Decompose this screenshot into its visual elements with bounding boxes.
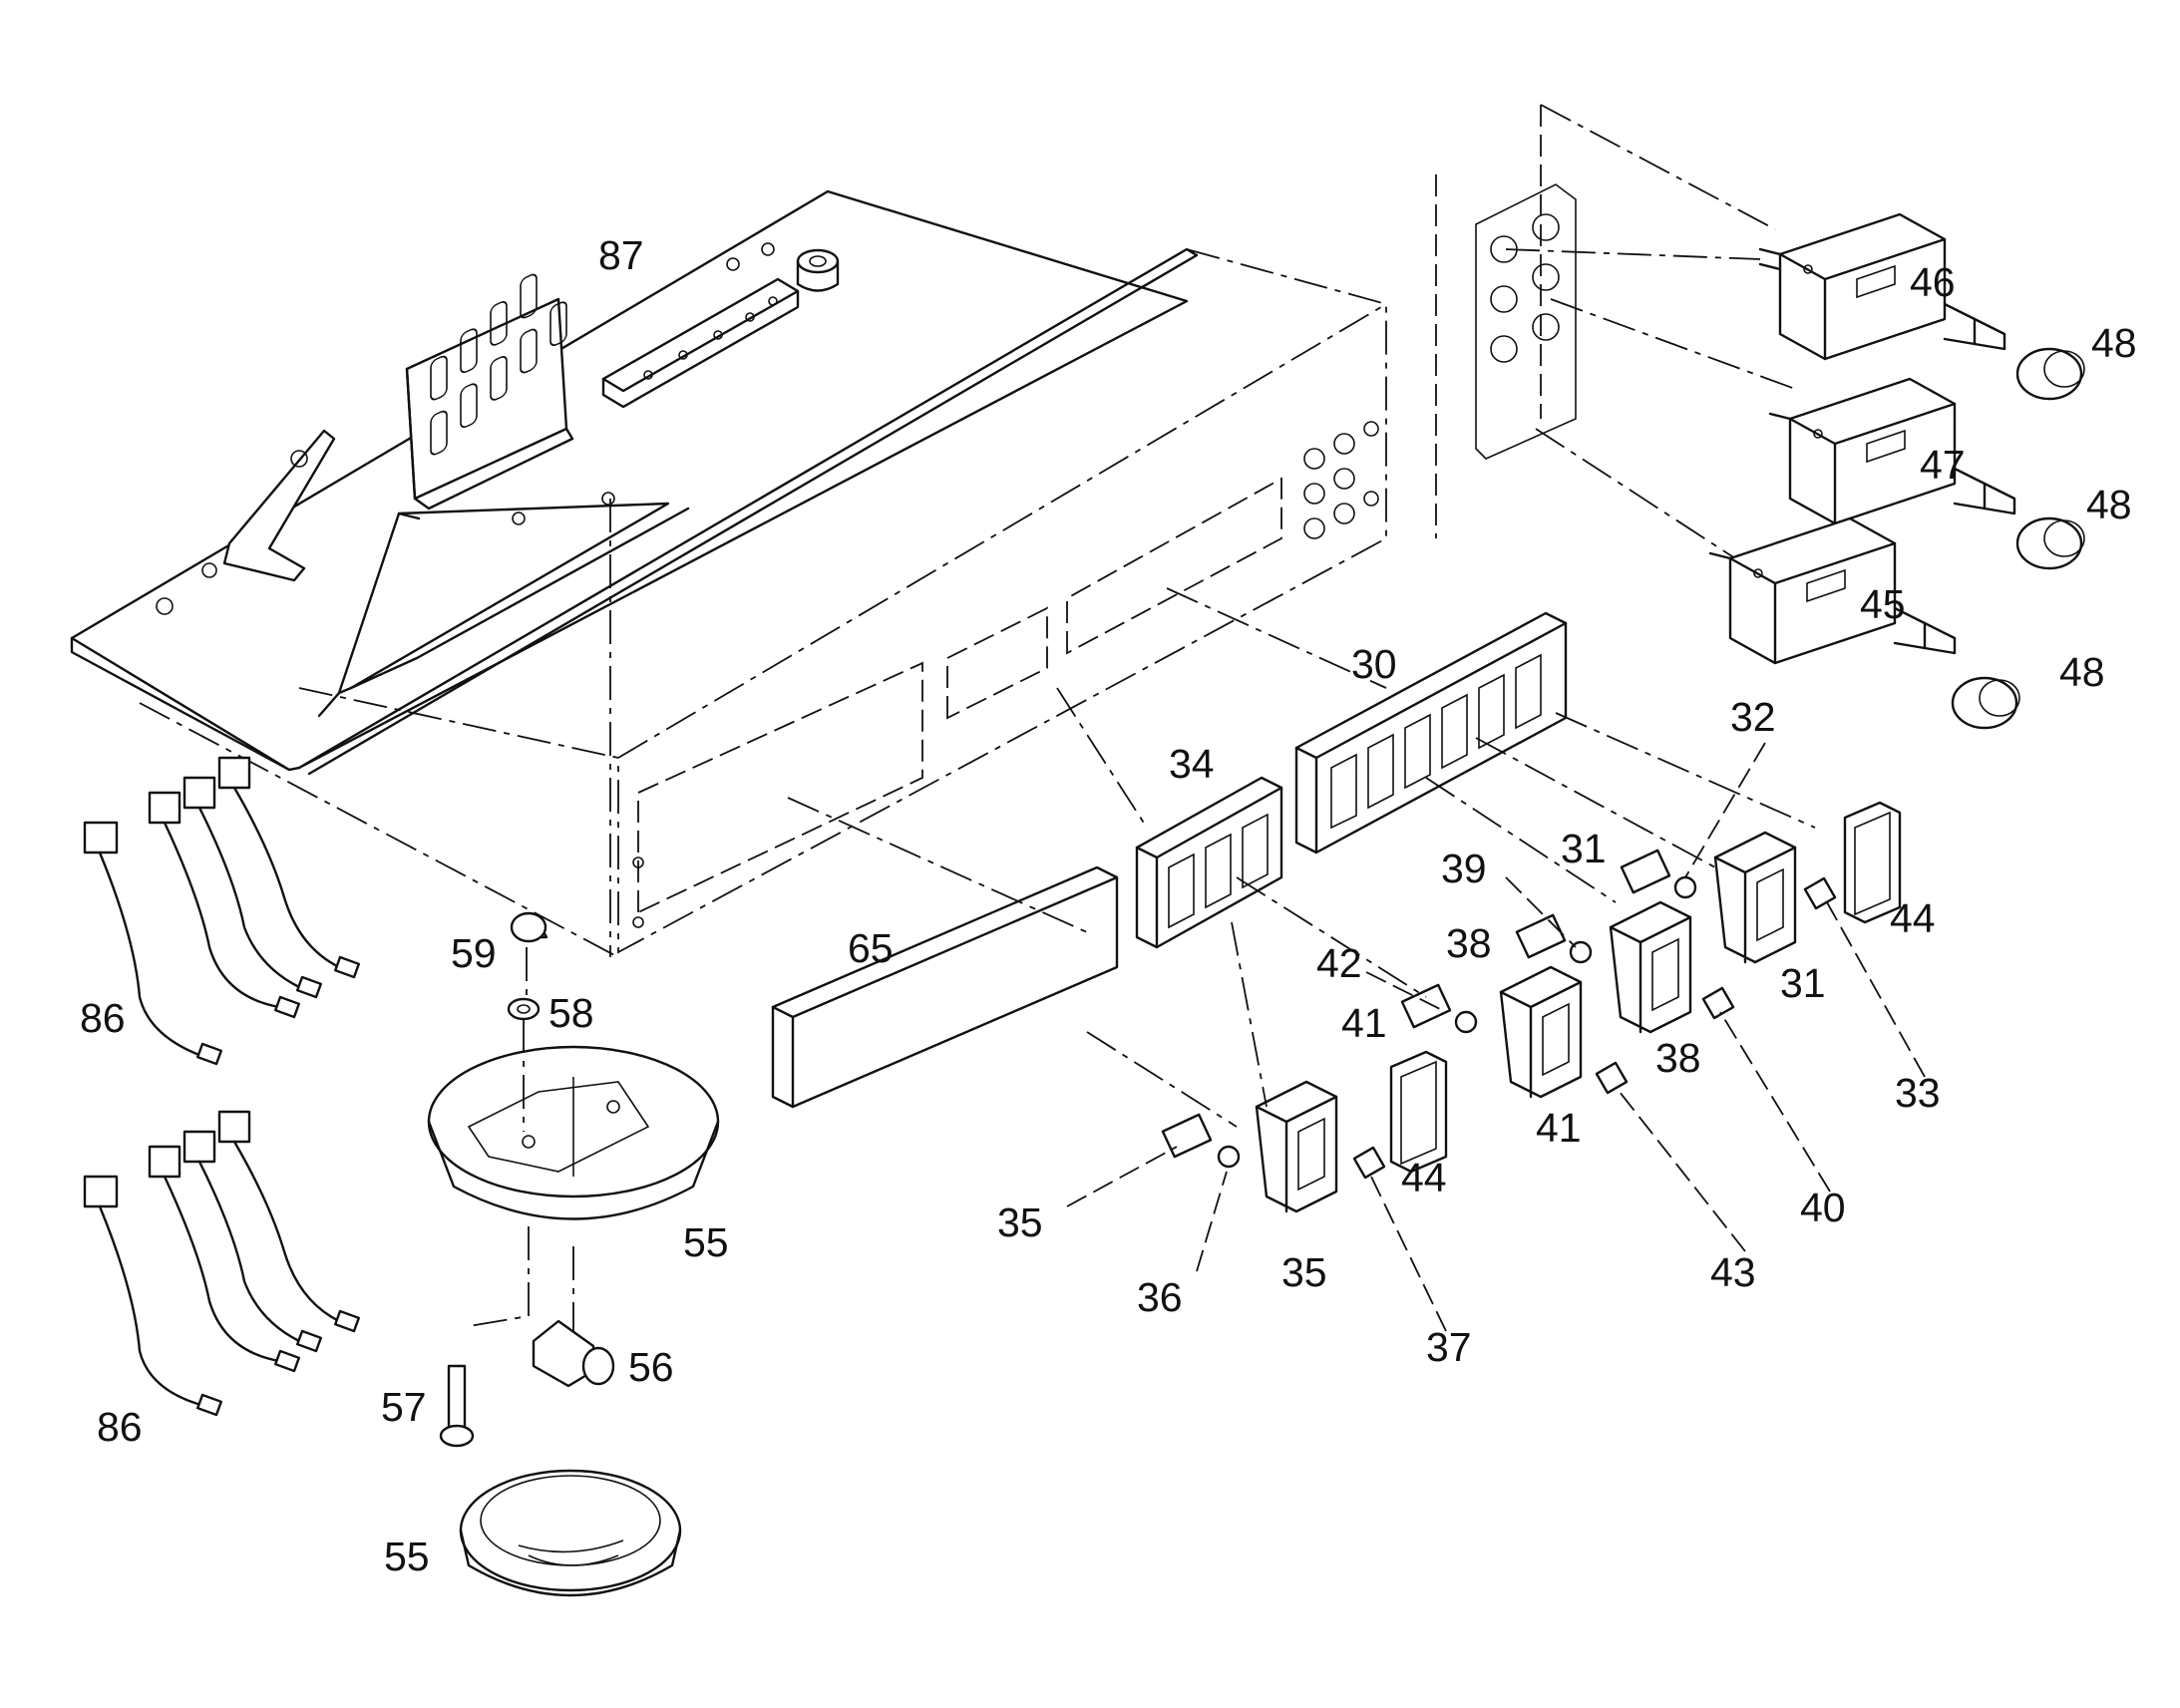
label-59: 59 <box>451 930 497 976</box>
label-48: 48 <box>2091 320 2137 366</box>
breaker-mounting-plate <box>1435 104 1796 559</box>
label-31: 31 <box>1561 826 1607 871</box>
label-30: 30 <box>1351 641 1397 687</box>
blank-panel-65 <box>771 865 1119 1109</box>
rocker-switch-31 <box>1713 831 1797 964</box>
label-45: 45 <box>1860 581 1906 627</box>
label-31: 31 <box>1780 960 1826 1006</box>
label-33: 33 <box>1895 1070 1941 1116</box>
rocker-switch-41 <box>1499 965 1583 1099</box>
switch-panel-34 <box>1135 776 1283 949</box>
circuit-breaker-45 <box>1708 516 1957 665</box>
breaker-boot-48-top <box>2015 347 2085 401</box>
breaker-boot-48-bottom <box>1951 676 2020 730</box>
blank-plug-44-left <box>1389 1050 1448 1174</box>
label-57: 57 <box>381 1384 427 1430</box>
lamp-holder-32 <box>1620 849 1697 899</box>
label-58: 58 <box>548 990 594 1036</box>
label-41: 41 <box>1341 1000 1387 1046</box>
circuit-breaker-46 <box>1758 212 2006 361</box>
label-65: 65 <box>848 925 894 971</box>
label-55: 55 <box>384 1534 430 1579</box>
wire-harness-86-upper <box>83 756 360 1066</box>
switch-panel-30 <box>1294 611 1568 854</box>
label-43: 43 <box>1710 1249 1756 1295</box>
label-47: 47 <box>1920 442 1966 488</box>
label-87: 87 <box>598 232 644 278</box>
switch-lens-40 <box>1701 986 1735 1020</box>
label-34: 34 <box>1169 741 1215 787</box>
blank-plug-44-right <box>1843 801 1902 924</box>
label-86: 86 <box>80 995 126 1041</box>
label-37: 37 <box>1426 1324 1472 1370</box>
label-38: 38 <box>1446 920 1492 966</box>
part-number-labels: 87 46 48 47 48 45 48 30 32 34 31 39 44 6… <box>80 232 2137 1579</box>
label-35: 35 <box>997 1199 1043 1245</box>
label-42: 42 <box>1316 940 1362 986</box>
label-48: 48 <box>2059 649 2105 695</box>
label-86: 86 <box>97 1404 143 1450</box>
label-leader-lines <box>1066 742 1926 1332</box>
label-48: 48 <box>2086 482 2132 527</box>
rocker-switch-38 <box>1609 900 1692 1034</box>
label-44: 44 <box>1890 895 1936 941</box>
circuit-breaker-47 <box>1768 377 2016 525</box>
label-46: 46 <box>1910 259 1956 305</box>
lamp-holder-42 <box>1400 983 1478 1034</box>
label-39: 39 <box>1441 846 1487 891</box>
label-44: 44 <box>1401 1155 1447 1200</box>
base-plate-assembly <box>70 189 1199 776</box>
switch-assembly-leaders <box>787 587 1816 1128</box>
dome-light-assembly <box>427 911 720 1597</box>
label-35: 35 <box>1281 1249 1327 1295</box>
label-40: 40 <box>1800 1185 1846 1230</box>
switch-lens-33 <box>1803 876 1837 910</box>
rocker-switch-35 <box>1255 1080 1338 1213</box>
label-38: 38 <box>1655 1035 1701 1081</box>
lamp-holder-39 <box>1515 913 1593 964</box>
label-32: 32 <box>1730 694 1776 740</box>
console-box-outline <box>139 248 1387 958</box>
label-41: 41 <box>1536 1105 1582 1151</box>
lamp-holder-36 <box>1161 1113 1241 1169</box>
switch-lens-43 <box>1595 1061 1629 1095</box>
wire-harness-86-lower <box>83 1110 360 1417</box>
label-36: 36 <box>1137 1274 1183 1320</box>
label-55: 55 <box>683 1219 729 1265</box>
switch-lens-37 <box>1352 1146 1386 1180</box>
part-87-mounting-bracket <box>405 273 574 511</box>
breaker-boot-48-middle <box>2015 516 2085 570</box>
label-56: 56 <box>628 1344 674 1390</box>
